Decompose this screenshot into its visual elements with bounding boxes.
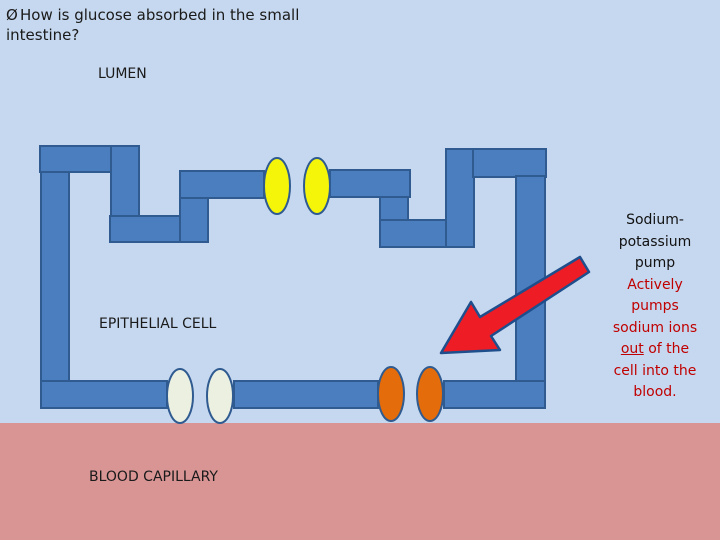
microvillus-right xyxy=(445,148,475,248)
microvillus-left xyxy=(110,145,140,219)
membrane-bottom-right xyxy=(443,380,546,409)
cell-membrane xyxy=(39,145,547,409)
microvillus-right-base xyxy=(379,219,453,248)
basal-channel-left xyxy=(166,368,194,424)
glucose-channel-left xyxy=(263,157,291,215)
annotation-line-7: out of the xyxy=(600,339,710,361)
sodium-potassium-pump-left xyxy=(377,366,405,422)
pump-annotation: Sodium- potassium pump Actively pumps so… xyxy=(600,210,710,404)
annotation-line-2: potassium xyxy=(618,233,692,250)
membrane-right-wall xyxy=(515,175,546,382)
annotation-line-1: Sodium- xyxy=(626,212,684,228)
membrane-top-left xyxy=(39,145,113,173)
title-text: How is glucose absorbed in the small int… xyxy=(6,6,300,44)
microvillus-right-step xyxy=(379,196,409,222)
annotation-line-7-rest: of the xyxy=(643,341,690,357)
membrane-bottom-mid xyxy=(233,380,379,409)
sodium-potassium-pump-right xyxy=(416,366,444,422)
membrane-left-wall xyxy=(40,171,70,409)
microvillus-left-step xyxy=(179,197,209,243)
annotation-line-5: pumps xyxy=(631,298,679,314)
annotation-line-6: sodium ions xyxy=(612,319,698,336)
lumen-label: LUMEN xyxy=(98,66,147,82)
basal-channel-right xyxy=(206,368,234,424)
blood-capillary-label: BLOOD CAPILLARY xyxy=(89,469,218,485)
annotation-line-4: Actively xyxy=(627,276,683,293)
glucose-channel-right xyxy=(303,157,331,215)
bullet-icon: Ø xyxy=(6,6,18,24)
blood-capillary-region xyxy=(0,423,720,540)
annotation-line-8: cell into the xyxy=(613,362,697,379)
annotation-underlined-word: out xyxy=(620,341,644,357)
annotation-line-9: blood. xyxy=(633,384,677,400)
membrane-top-mid-right xyxy=(329,169,411,198)
annotation-line-3: pump xyxy=(634,255,676,271)
membrane-top-right xyxy=(472,148,547,178)
membrane-top-mid-left xyxy=(179,170,265,199)
epithelial-cell-label: EPITHELIAL CELL xyxy=(99,316,217,332)
arrow-icon xyxy=(439,255,591,355)
membrane-bottom-left xyxy=(40,380,168,409)
